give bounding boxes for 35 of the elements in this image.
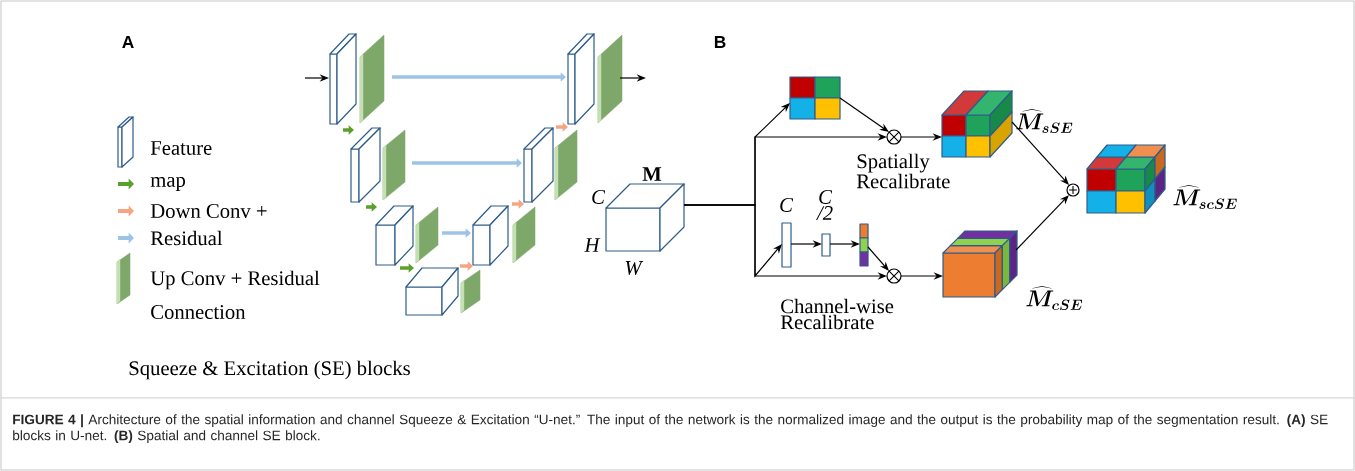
formula-label: $\widehat{M}_{cSE}$	[1026, 285, 1082, 310]
caption-text: FIGURE 4 | Architecture of the spatial information and channel Squeeze & Excitation “U-net.” The input of the network is the normalized image and the output is the probability map of the segmentation result. (A) SE blocks in U-net. (B) Spatial and channel SE block.	[13, 414, 1328, 443]
cube-label: M	[642, 167, 662, 181]
panel-label: B	[714, 36, 726, 48]
legend-text: map	[150, 176, 186, 192]
dimension-label: H	[584, 238, 601, 252]
panel-title: Squeeze & Excitation (SE) blocks	[129, 360, 410, 380]
feature-map-block	[350, 127, 406, 203]
dimension-label: C	[592, 190, 606, 204]
formula-label: $\widehat{M}_{sSE}$	[1016, 108, 1073, 133]
arrow	[867, 246, 889, 271]
channel-bar	[859, 223, 869, 267]
dimension-label: C	[780, 198, 794, 212]
legend-text: Feature	[150, 141, 212, 155]
add-symbol	[1066, 183, 1080, 197]
operation-label: Channel-wise Recalibrate	[780, 298, 894, 330]
feature-map-block	[375, 205, 439, 266]
legend-text: Up Conv + Residual	[150, 270, 320, 290]
arrow	[839, 97, 889, 132]
feature-map-block	[523, 127, 578, 203]
dimension-label: W	[625, 261, 644, 275]
feature-map-block	[329, 33, 385, 125]
operation-label: Spatially Recalibrate	[856, 153, 950, 189]
formula-label: $\widehat{M}_{scSE}$	[1173, 184, 1237, 209]
legend-text: Down Conv +	[150, 204, 267, 218]
spatial-map	[789, 76, 841, 120]
arrow	[1015, 195, 1069, 251]
dimension-label: C /2	[816, 190, 833, 220]
legend-text: Connection	[151, 305, 246, 319]
feature-map-block	[405, 267, 481, 316]
panel-label: A	[122, 36, 134, 48]
legend-text: Residual	[150, 230, 223, 246]
arrow	[1011, 121, 1069, 185]
feature-map-block	[567, 33, 623, 125]
feature-map-block	[472, 205, 536, 266]
